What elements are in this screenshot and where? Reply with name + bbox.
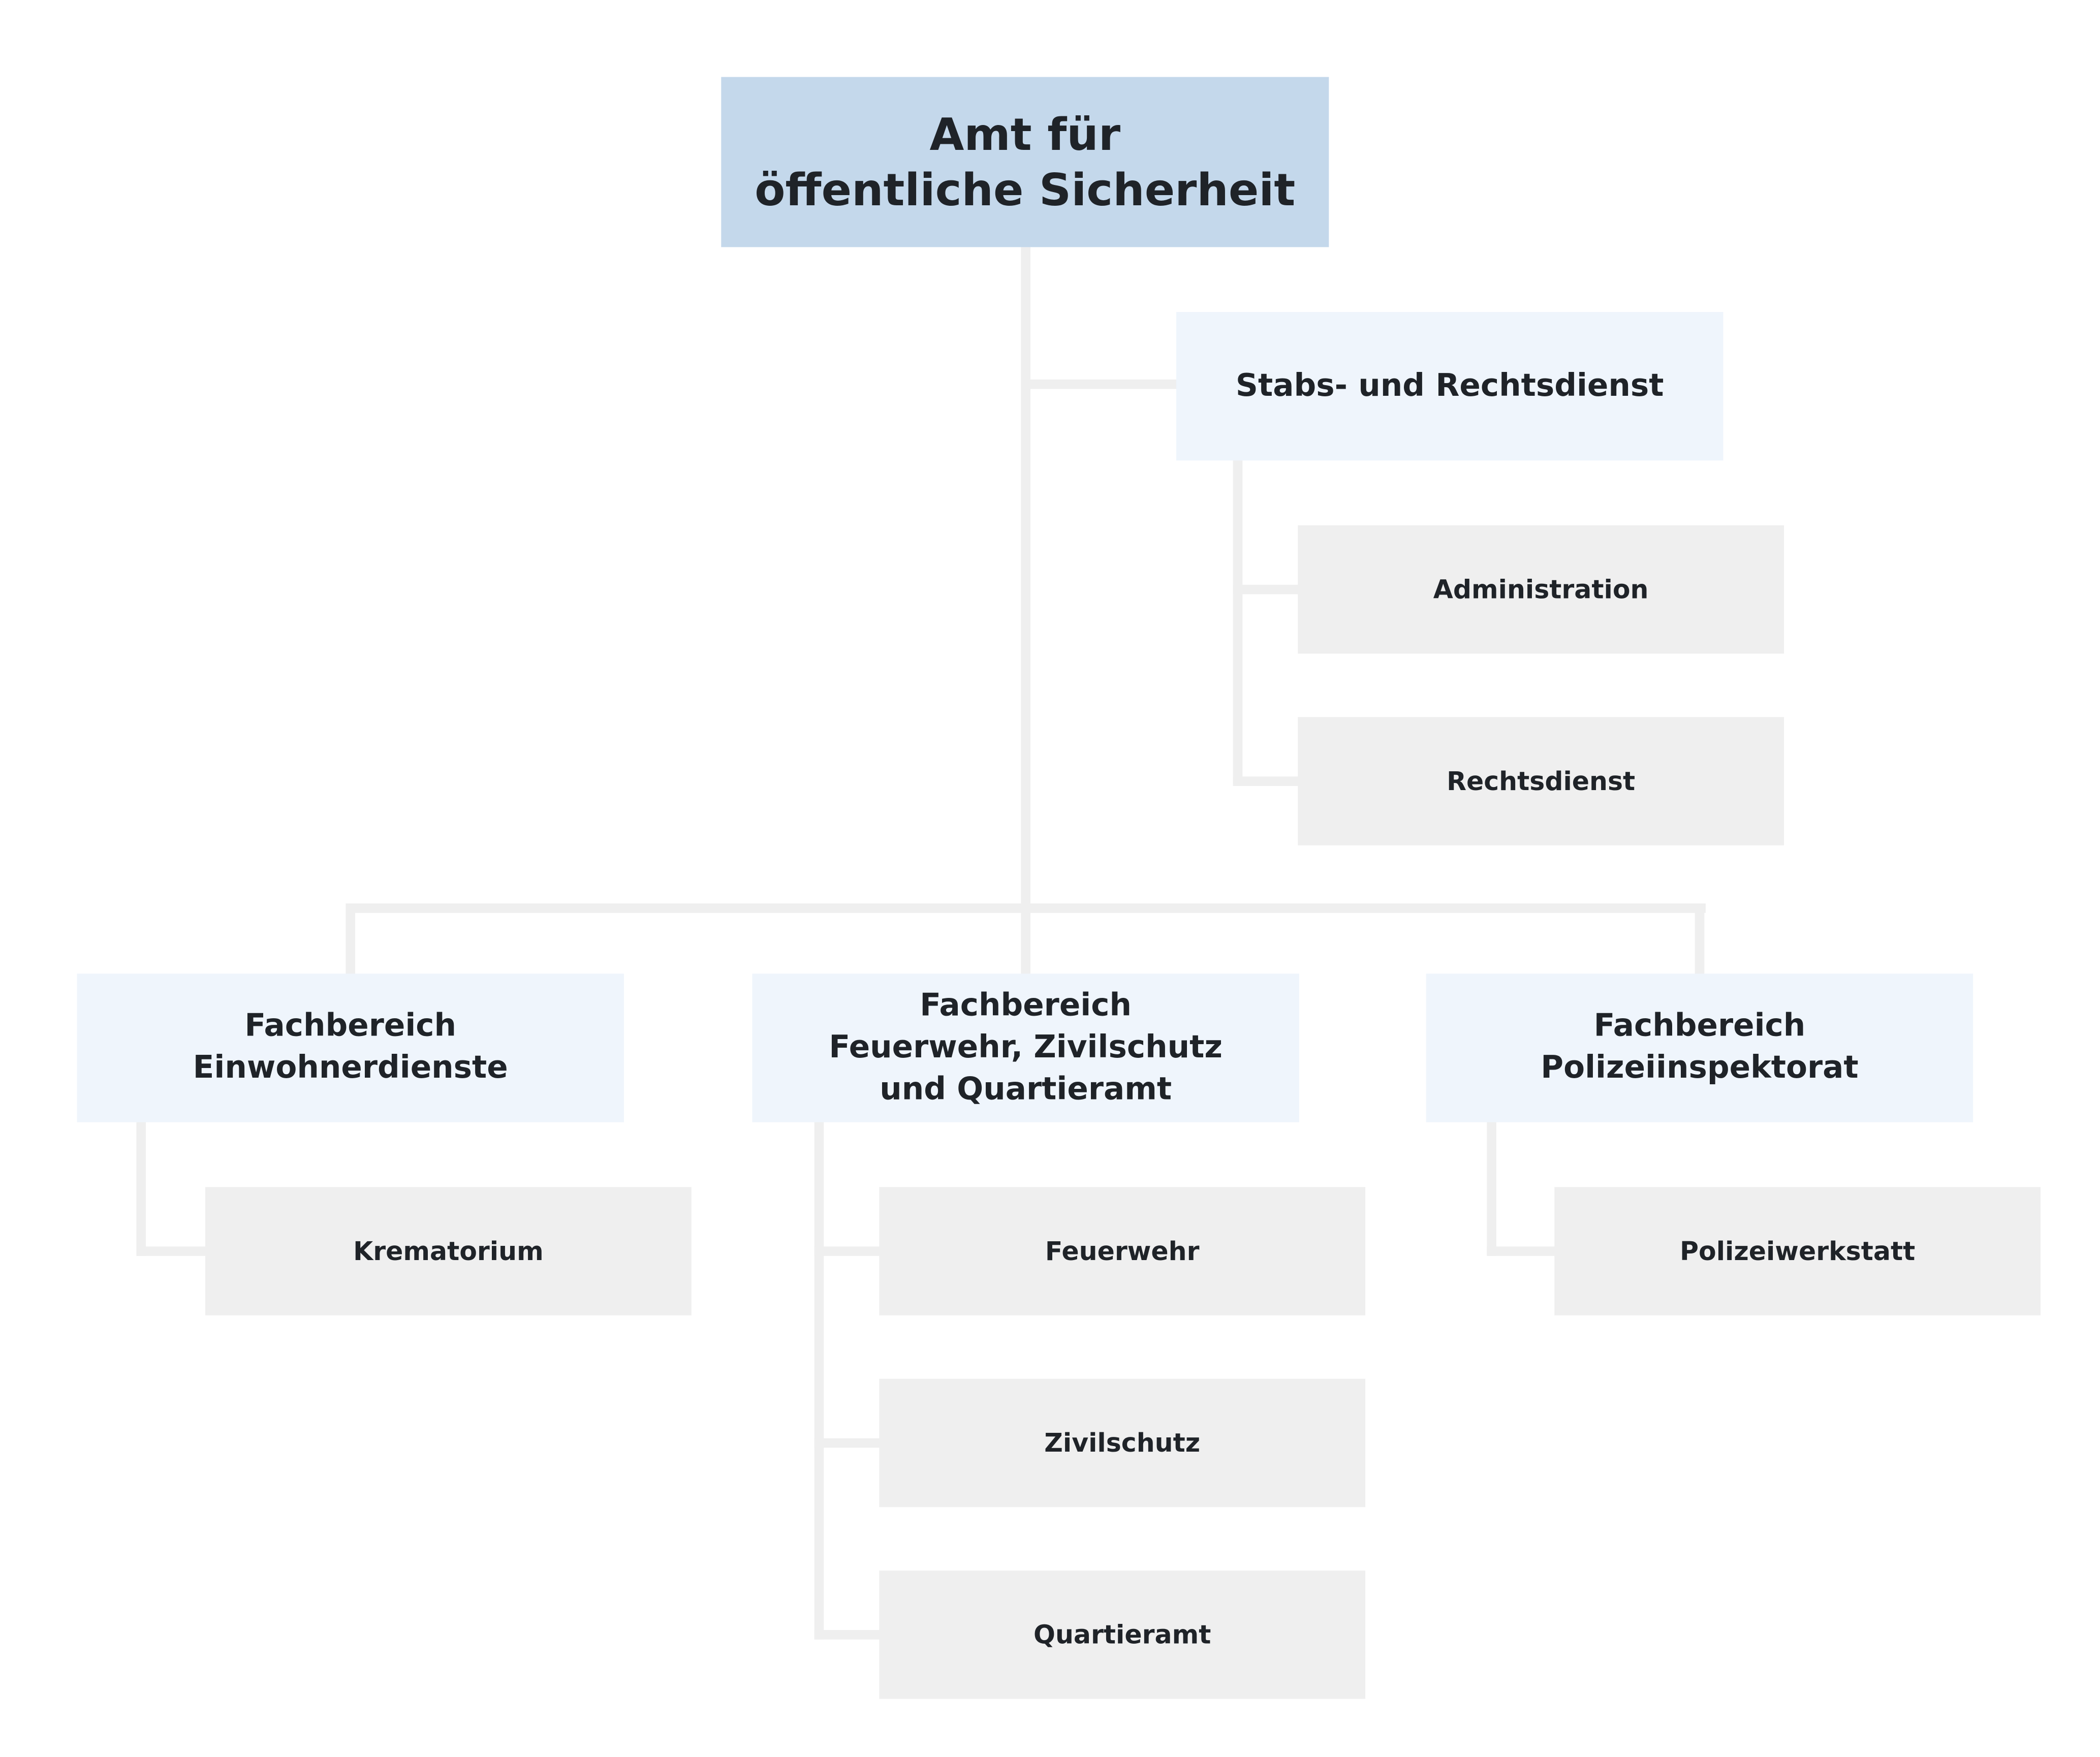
connector-staff-units xyxy=(1233,459,1243,785)
dept-einwohnerdienste: Fachbereich Einwohnerdienste xyxy=(77,974,624,1122)
unit-label: Administration xyxy=(1433,574,1649,605)
dept-label: Fachbereich Einwohnerdienste xyxy=(193,1009,508,1086)
connector-dept-right xyxy=(1695,903,1705,974)
connector-staff xyxy=(1026,379,1178,389)
staff-node: Stabs- und Rechtsdienst xyxy=(1176,311,1723,461)
connector-rechtsdienst xyxy=(1233,776,1299,786)
unit-label: Quartieramt xyxy=(1033,1620,1211,1650)
dept-feuerwehr-zivilschutz-quartieramt: Fachbereich Feuerwehr, Zivilschutz und Q… xyxy=(752,974,1299,1122)
connector-polizeiwerkstatt xyxy=(1487,1246,1556,1256)
connector-administration xyxy=(1233,584,1299,594)
unit-label: Feuerwehr xyxy=(1045,1236,1200,1266)
unit-krematorium: Krematorium xyxy=(205,1187,692,1315)
connector-feuerwehr xyxy=(814,1246,881,1256)
unit-quartieramt: Quartieramt xyxy=(879,1571,1366,1699)
unit-label: Polizeiwerkstatt xyxy=(1680,1236,1916,1266)
unit-administration: Administration xyxy=(1298,525,1784,654)
unit-label: Rechtsdienst xyxy=(1447,766,1636,796)
connector-krematorium xyxy=(136,1246,206,1256)
dept-label: Fachbereich Polizeiinspektorat xyxy=(1541,1009,1859,1086)
connector-dept2-units xyxy=(814,1121,824,1640)
connector-dept-left xyxy=(346,903,356,974)
connector-trunk xyxy=(1021,247,1030,974)
connector-dept1-units xyxy=(136,1121,146,1256)
connector-quartieramt xyxy=(814,1630,881,1640)
unit-polizeiwerkstatt: Polizeiwerkstatt xyxy=(1554,1187,2041,1315)
staff-label: Stabs- und Rechtsdienst xyxy=(1235,368,1664,403)
root-label: Amt für öffentliche Sicherheit xyxy=(755,108,1296,216)
connector-zivilschutz xyxy=(814,1438,881,1448)
connector-departments-bar xyxy=(346,903,1706,913)
unit-label: Zivilschutz xyxy=(1044,1428,1201,1458)
connector-dept3-units xyxy=(1487,1121,1496,1256)
unit-zivilschutz: Zivilschutz xyxy=(879,1378,1366,1508)
root-node: Amt für öffentliche Sicherheit xyxy=(721,77,1329,247)
dept-label: Fachbereich Feuerwehr, Zivilschutz und Q… xyxy=(829,988,1223,1107)
unit-feuerwehr: Feuerwehr xyxy=(879,1187,1366,1315)
unit-rechtsdienst: Rechtsdienst xyxy=(1298,717,1784,845)
dept-polizeiinspektorat: Fachbereich Polizeiinspektorat xyxy=(1426,974,1973,1122)
unit-label: Krematorium xyxy=(353,1236,544,1266)
